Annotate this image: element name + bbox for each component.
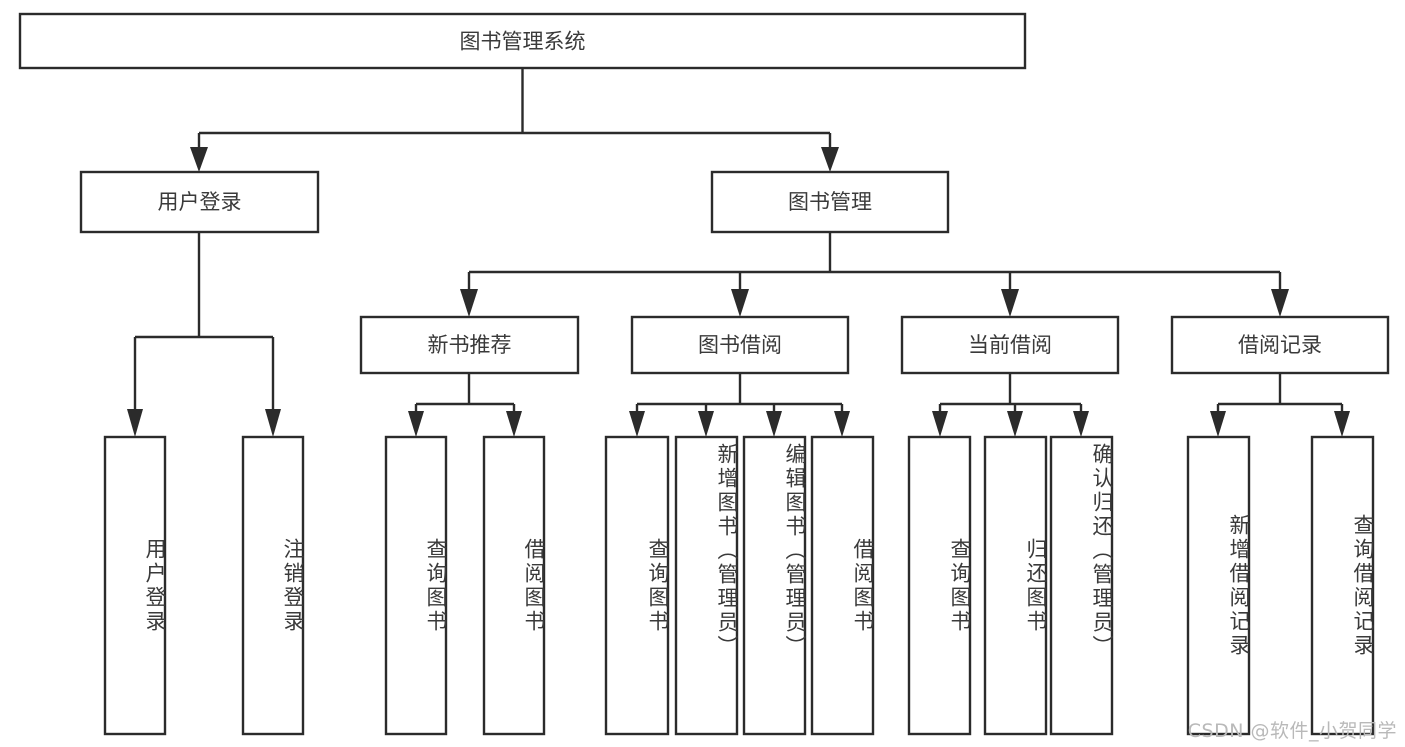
- leaf-box-borrow-book-2[interactable]: [810, 435, 875, 736]
- node-user-login-label: 用户登录: [158, 190, 242, 214]
- node-book-borrow[interactable]: [630, 315, 850, 375]
- connectors-bookmgmt-to-level3: [460, 232, 1289, 317]
- node-root-book-management-system[interactable]: [18, 12, 1027, 70]
- leaf-box-add-borrow-record[interactable]: [1186, 435, 1251, 736]
- arrowhead-leaf-return-book: [1007, 411, 1023, 437]
- node-book-management[interactable]: [710, 170, 950, 234]
- arrowhead-leaf-query-record: [1334, 411, 1350, 437]
- arrowhead-leaf-borrow-book-2: [834, 411, 850, 437]
- node-borrow-record-label: 借阅记录: [1238, 333, 1322, 357]
- leaf-box-logout[interactable]: [241, 435, 305, 736]
- connectors-borrowrecord-to-leaves: [1210, 373, 1350, 437]
- arrowhead-new-book: [460, 289, 478, 317]
- arrowhead-leaf-logout: [265, 409, 281, 437]
- leaf-box-confirm-return-admin[interactable]: [1049, 435, 1114, 736]
- arrowhead-leaf-user-login: [127, 409, 143, 437]
- arrowhead-leaf-confirm-return: [1073, 411, 1089, 437]
- node-current-borrow-label: 当前借阅: [968, 333, 1052, 357]
- arrowhead-book-mgmt: [821, 147, 839, 172]
- watermark-text: CSDN @软件_小贺同学: [1187, 720, 1397, 742]
- node-user-login[interactable]: [79, 170, 320, 234]
- arrowhead-borrow-record: [1271, 289, 1289, 317]
- arrowhead-borrow-book: [731, 289, 749, 317]
- connectors-newbook-to-leaves: [408, 373, 522, 437]
- node-new-book-recommend[interactable]: [359, 315, 580, 375]
- leaf-box-query-book-1[interactable]: [384, 435, 448, 736]
- arrowhead-leaf-edit-book: [766, 411, 782, 437]
- leaf-box-query-book-2[interactable]: [604, 435, 670, 736]
- leaf-box-borrow-book-1[interactable]: [482, 435, 546, 736]
- leaf-box-return-book[interactable]: [983, 435, 1048, 736]
- node-borrow-record[interactable]: [1170, 315, 1390, 375]
- node-new-book-recommend-label: 新书推荐: [428, 333, 512, 357]
- leaf-box-edit-book-admin[interactable]: [742, 435, 807, 736]
- arrowhead-current-borrow: [1001, 289, 1019, 317]
- node-book-borrow-label: 图书借阅: [698, 333, 782, 357]
- arrowhead-user-login: [190, 147, 208, 172]
- leaf-box-query-book-3[interactable]: [907, 435, 972, 736]
- connectors-borrowbook-to-leaves: [629, 373, 850, 437]
- leaf-box-query-borrow-record[interactable]: [1310, 435, 1375, 736]
- node-book-management-label: 图书管理: [788, 190, 872, 214]
- arrowhead-leaf-borrow-book-1: [506, 411, 522, 437]
- arrowhead-leaf-query-book-2: [629, 411, 645, 437]
- connectors-root-to-level2: [190, 68, 839, 172]
- node-root-label: 图书管理系统: [460, 30, 586, 54]
- arrowhead-leaf-add-book: [698, 411, 714, 437]
- arrowhead-leaf-add-record: [1210, 411, 1226, 437]
- connectors-userlogin-to-leaves: [127, 232, 281, 437]
- arrowhead-leaf-query-book-3: [932, 411, 948, 437]
- node-current-borrow[interactable]: [900, 315, 1120, 375]
- leaf-box-add-book-admin[interactable]: [674, 435, 739, 736]
- leaf-box-user-login[interactable]: [103, 435, 167, 736]
- connectors-currentborrow-to-leaves: [932, 373, 1089, 437]
- arrowhead-leaf-query-book-1: [408, 411, 424, 437]
